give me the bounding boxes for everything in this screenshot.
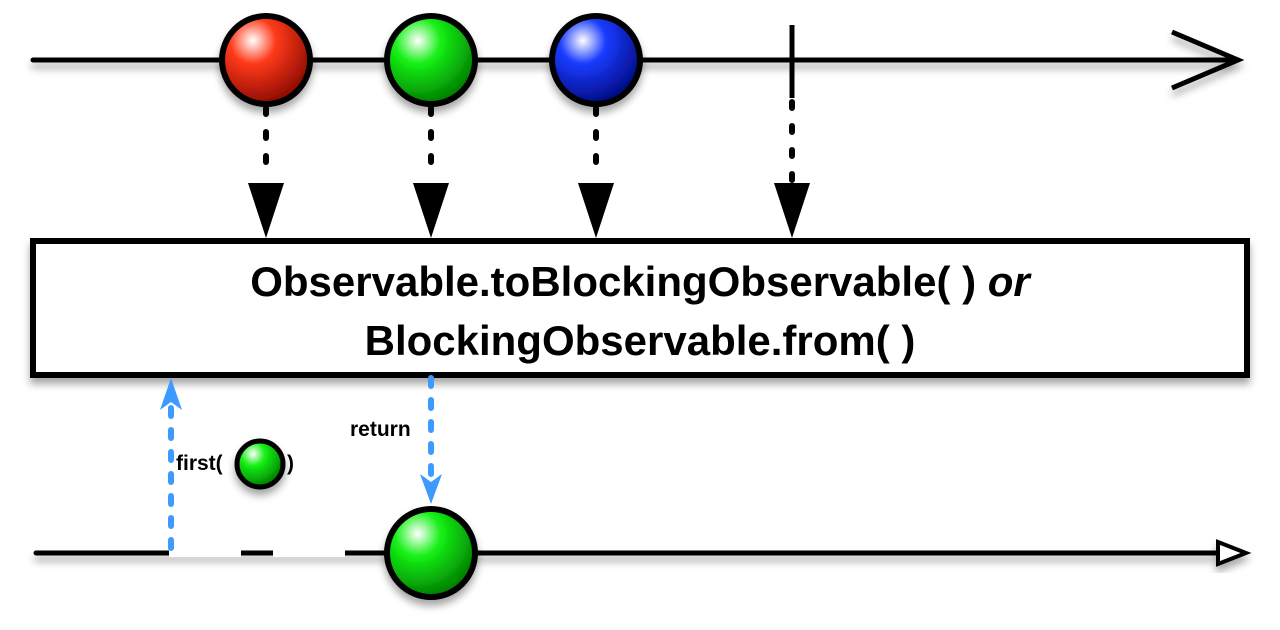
first-arg-green-marble [234, 438, 286, 490]
return-arrow [420, 375, 442, 504]
operator-line-2: BlockingObservable.from( ) [365, 317, 916, 364]
blue-marble [549, 13, 643, 107]
result-green-marble [384, 506, 478, 600]
blocking-gap [169, 549, 345, 557]
first-call-arrow [160, 378, 182, 551]
first-label: first( [176, 452, 223, 475]
green-marble [384, 13, 478, 107]
operator-box [30, 238, 1250, 378]
arrowheads [248, 183, 810, 238]
red-marble [219, 13, 313, 107]
operator-line-1: Observable.toBlockingObservable( ) or [250, 258, 1032, 305]
first-close-paren: ) [287, 452, 294, 475]
emission-arrows [263, 99, 795, 183]
return-label: return [350, 418, 411, 441]
